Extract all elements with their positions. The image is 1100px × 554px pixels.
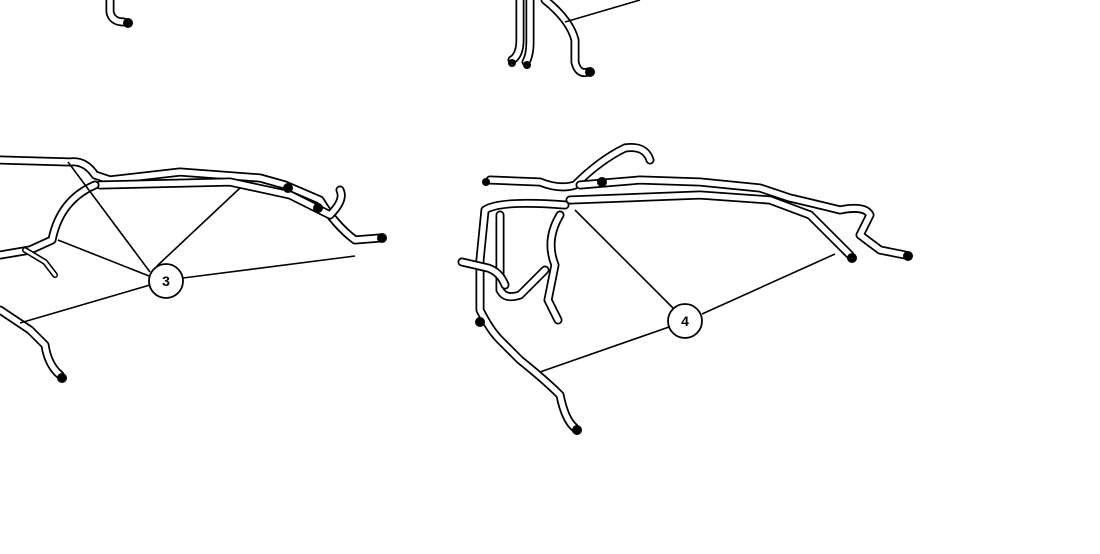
callout-4-label: 4	[681, 313, 689, 329]
upper-left-hose-end	[105, 0, 133, 28]
callout-3: 3	[148, 263, 184, 299]
callout-4: 4	[667, 303, 703, 339]
upper-center-hose-assembly	[507, 0, 641, 77]
hose-assembly-3	[0, 155, 387, 383]
hose-assembly-4	[457, 143, 913, 435]
callout-3-label: 3	[162, 273, 170, 289]
